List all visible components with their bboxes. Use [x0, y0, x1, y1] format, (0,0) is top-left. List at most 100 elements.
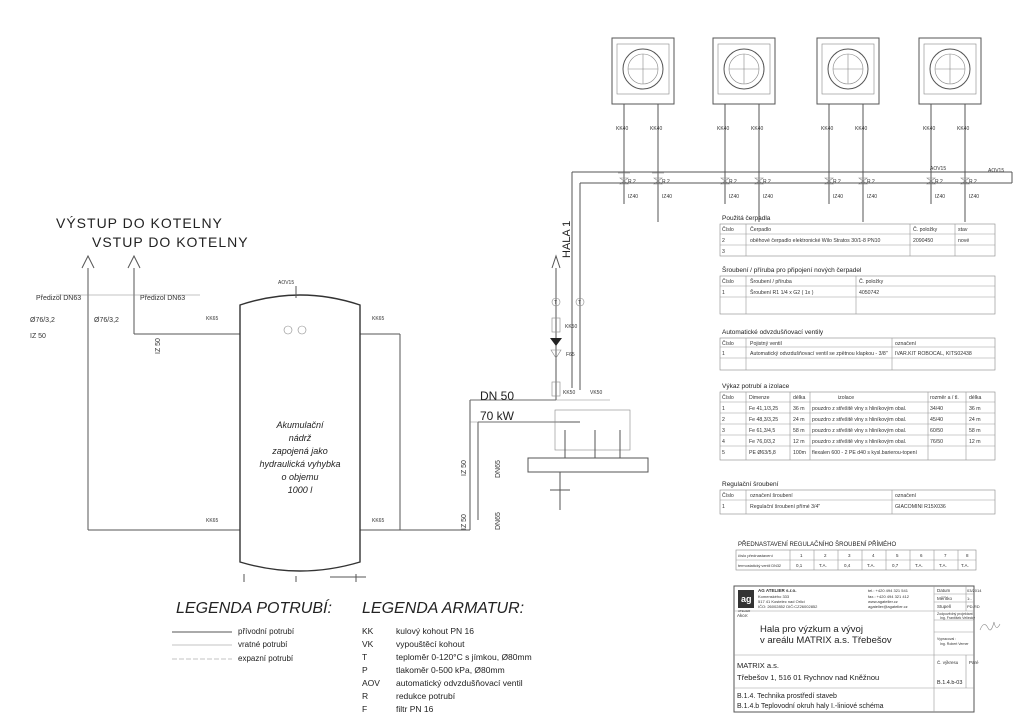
svg-text:Číslo: Číslo: [722, 492, 734, 499]
svg-text:DN65: DN65: [495, 460, 502, 478]
legend-fittings: KK kulový kohout PN 16 VK vypouštěcí koh…: [362, 626, 532, 714]
unit-heater-4: KK40 KK40 R 2 R 2 IZ40 IZ40: [918, 37, 982, 222]
svg-text:36 m: 36 m: [969, 406, 981, 412]
svg-text:0,7: 0,7: [892, 563, 899, 568]
svg-text:agatelier@agatelier.cz: agatelier@agatelier.cz: [868, 604, 908, 609]
svg-text:Automatický odvzdušňovací vent: Automatický odvzdušňovací ventil se zpět…: [750, 351, 888, 357]
svg-text:0,4: 0,4: [844, 563, 851, 568]
svg-text:Č. výkresu: Č. výkresu: [937, 659, 959, 665]
svg-text:Pojistný ventil: Pojistný ventil: [750, 341, 782, 347]
svg-text:AOV15: AOV15: [988, 168, 1004, 174]
svg-text:Vypracoval :: Vypracoval :: [937, 637, 956, 641]
svg-text:GIACOMINI R15X036: GIACOMINI R15X036: [895, 504, 946, 510]
svg-text:76/50: 76/50: [930, 439, 943, 445]
svg-text:03/2014: 03/2014: [967, 588, 982, 593]
svg-text:označení: označení: [895, 341, 917, 347]
output-label: VÝSTUP DO KOTELNY: [56, 215, 223, 231]
distribution-pipes: T T KK50 F65 KK50 VK50 AOV15 AOV15: [550, 166, 1013, 400]
tank-line-6: 1000 l: [288, 485, 314, 495]
svg-text:1: 1: [722, 406, 725, 412]
svg-text:KK40: KK40: [855, 126, 867, 132]
svg-text:R 2: R 2: [833, 179, 841, 185]
svg-text:ag: ag: [741, 594, 752, 604]
svg-text:filtr PN 16: filtr PN 16: [396, 704, 434, 714]
svg-text:délka: délka: [969, 395, 982, 401]
svg-text:2: 2: [824, 553, 827, 558]
hala-label: HALA 1: [561, 221, 573, 258]
svg-text:Datum: Datum: [937, 588, 951, 593]
svg-text:58 m: 58 m: [793, 428, 805, 434]
svg-text:Regulační šroubení přímé 3/4": Regulační šroubení přímé 3/4": [750, 504, 820, 510]
svg-text:T.A.: T.A.: [939, 563, 947, 568]
svg-text:IZ40: IZ40: [763, 194, 773, 200]
svg-text:T.A.: T.A.: [867, 563, 875, 568]
table-vents: Automatické odvzdušňovací ventily Číslo …: [719, 329, 996, 371]
svg-text:AOV: AOV: [362, 678, 380, 688]
svg-text:Akce:: Akce:: [737, 613, 748, 618]
svg-text:MATRIX a.s.: MATRIX a.s.: [737, 661, 779, 670]
svg-text:IZ40: IZ40: [935, 194, 945, 200]
tank-line-3: zapojená jako: [271, 446, 328, 456]
svg-text:Zodpovědný projektant :: Zodpovědný projektant :: [937, 612, 975, 616]
svg-text:nové: nové: [958, 238, 969, 244]
svg-text:IZ40: IZ40: [628, 194, 638, 200]
svg-text:pouzdro z střešitě vlny s hlin: pouzdro z střešitě vlny s hliníkovým oba…: [812, 417, 906, 423]
svg-text:F65: F65: [566, 352, 575, 358]
svg-text:6: 6: [920, 553, 923, 558]
tank-line-5: o objemu: [281, 472, 318, 482]
svg-text:v areálu MATRIX a.s. Třebešov: v areálu MATRIX a.s. Třebešov: [760, 635, 892, 646]
svg-text:58 m: 58 m: [969, 428, 981, 434]
svg-text:KK65: KK65: [206, 518, 218, 524]
svg-text:Stupeň: Stupeň: [937, 604, 952, 609]
input-label: VSTUP DO KOTELNY: [92, 234, 249, 250]
svg-text:T: T: [554, 300, 557, 306]
svg-text:R 2: R 2: [628, 179, 636, 185]
svg-text:označení šroubení: označení šroubení: [750, 493, 793, 499]
svg-text:termostatický ventil DN32: termostatický ventil DN32: [738, 564, 781, 568]
svg-text:VK50: VK50: [590, 390, 602, 396]
svg-text:45/40: 45/40: [930, 417, 943, 423]
svg-text:IZ 50: IZ 50: [461, 460, 468, 476]
svg-text:0,1: 0,1: [796, 563, 803, 568]
svg-text:1: 1: [722, 351, 725, 357]
logo-mark: [738, 590, 754, 608]
svg-text:R 2: R 2: [867, 179, 875, 185]
svg-text:VK: VK: [362, 639, 374, 649]
svg-text:2: 2: [722, 417, 725, 423]
svg-text:T.A.: T.A.: [915, 563, 923, 568]
svg-text:Ø76/3,2: Ø76/3,2: [30, 317, 55, 324]
legend-pipe-expansion: expazní potrubí: [238, 654, 294, 663]
svg-text:označení: označení: [895, 493, 917, 499]
svg-text:3: 3: [722, 249, 725, 255]
svg-text:Regulační šroubení: Regulační šroubení: [722, 481, 779, 488]
svg-text:4: 4: [872, 553, 875, 558]
svg-text:IZ40: IZ40: [729, 194, 739, 200]
svg-text:IZ40: IZ40: [833, 194, 843, 200]
svg-text:IZ40: IZ40: [867, 194, 877, 200]
svg-text:číslo přednastavení: číslo přednastavení: [738, 553, 774, 558]
table-fittings: Šroubení / příruba pro připojení nových …: [719, 265, 996, 315]
svg-text:KK65: KK65: [372, 518, 384, 524]
tank-line-1: Akumulační: [275, 420, 325, 430]
svg-text:Č. položky: Č. položky: [859, 278, 884, 285]
svg-text:Číslo: Číslo: [722, 340, 734, 347]
svg-text:4050742: 4050742: [859, 290, 879, 296]
svg-text:B.1.4.b Teplovodní okruh haly: B.1.4.b Teplovodní okruh haly I.-liniové…: [737, 703, 884, 710]
svg-text:Číslo: Číslo: [722, 278, 734, 285]
svg-text:ATELIER: ATELIER: [738, 609, 751, 613]
svg-text:B.1.4. Technika prostředí stav: B.1.4. Technika prostředí staveb: [737, 693, 837, 700]
svg-text:KK50: KK50: [565, 324, 577, 330]
svg-text:vypouštěcí kohout: vypouštěcí kohout: [396, 639, 465, 649]
svg-text:IZ40: IZ40: [969, 194, 979, 200]
legend-pipe-supply: přívodní potrubí: [238, 627, 295, 636]
table-regulation: Regulační šroubení Číslo označení šroube…: [719, 481, 996, 515]
svg-text:tlakoměr 0-500 kPa, Ø80mm: tlakoměr 0-500 kPa, Ø80mm: [396, 665, 505, 675]
svg-text:Fe 41,1/3,25: Fe 41,1/3,25: [749, 406, 778, 412]
svg-text:PD-RD: PD-RD: [967, 604, 980, 609]
table-pumps: Použitá čerpadla Číslo Čerpadlo Č. polož…: [719, 215, 996, 257]
svg-text:pouzdro z střešitě vlny s hlin: pouzdro z střešitě vlny s hliníkovým oba…: [812, 406, 906, 412]
svg-text:R 2: R 2: [729, 179, 737, 185]
svg-text:2090450: 2090450: [913, 238, 933, 244]
svg-text:KK40: KK40: [957, 126, 969, 132]
svg-text:R: R: [362, 691, 368, 701]
